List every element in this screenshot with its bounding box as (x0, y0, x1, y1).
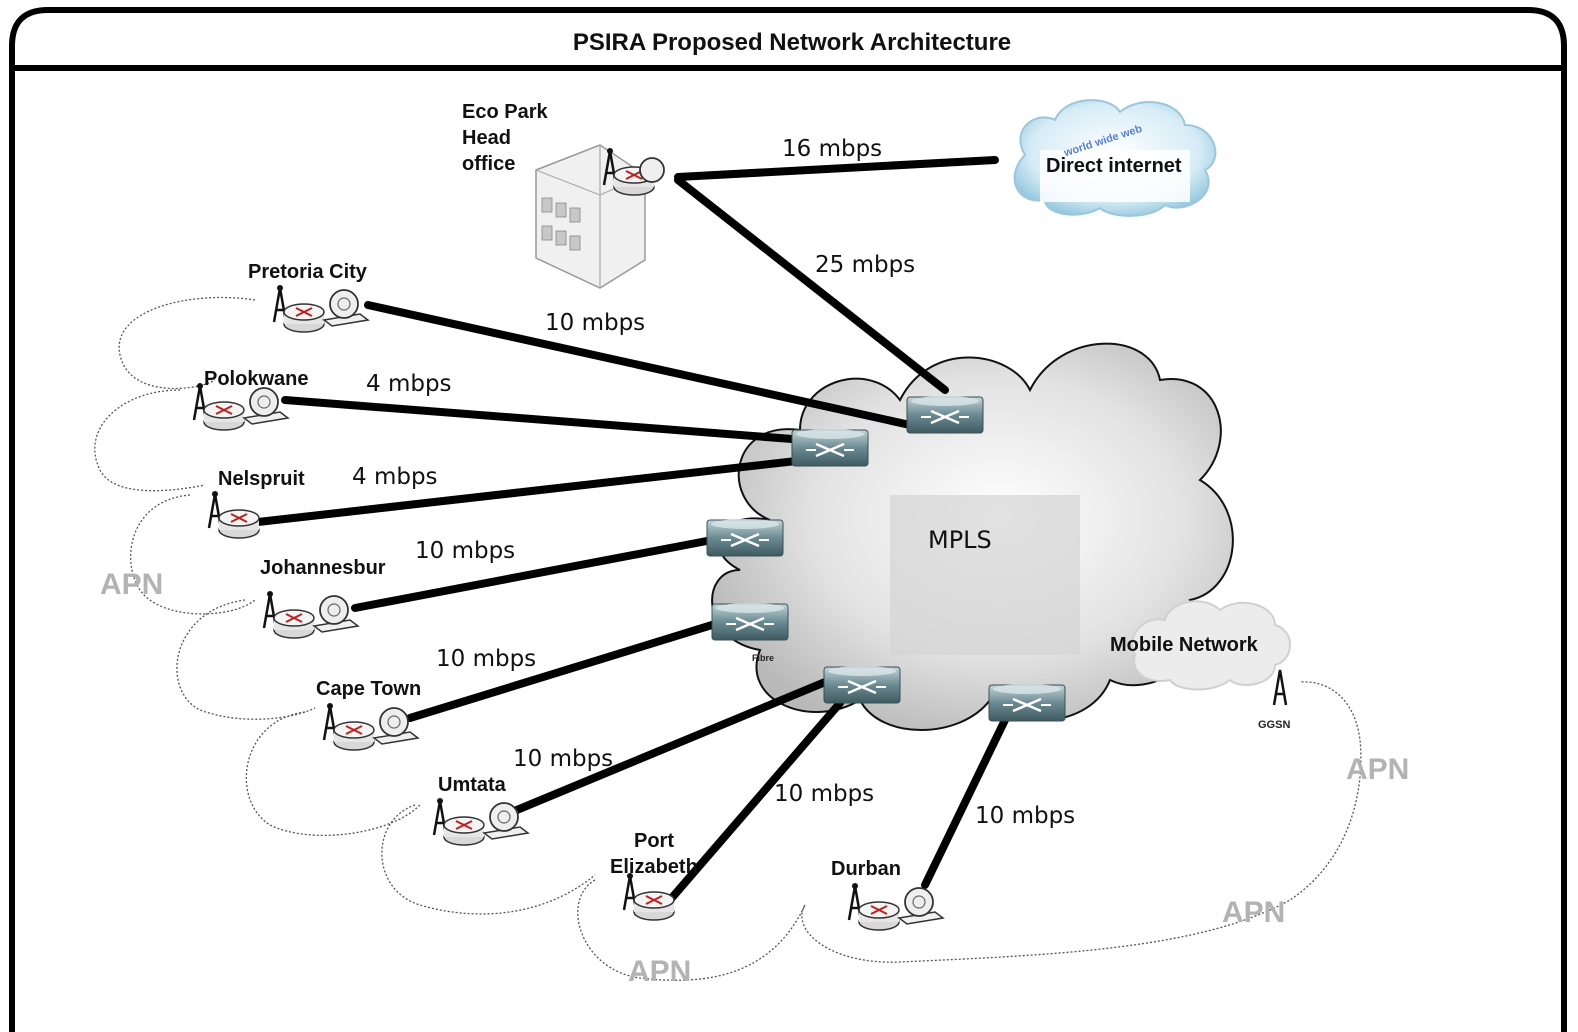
diagram-title: PSIRA Proposed Network Architecture (573, 29, 1011, 56)
mobile-network-label: Mobile Network (1110, 634, 1259, 656)
link-umtata (508, 676, 834, 816)
speed-pretoria: 10 mbps (545, 310, 645, 336)
router-icon (987, 682, 1067, 723)
site-equipment-umtata (432, 796, 530, 847)
internet-cloud: world wide web Direct internet (1013, 99, 1217, 217)
link-nelspruit (254, 456, 809, 526)
head-office-label-line2: Head (462, 127, 511, 149)
speed-port-elizabeth: 10 mbps (774, 781, 874, 807)
router-icon (790, 427, 870, 468)
speed-durban: 10 mbps (975, 803, 1075, 829)
ggsn-antenna-icon (1272, 669, 1288, 706)
speed-polokwane: 4 mbps (366, 371, 452, 397)
site-label-nelspruit: Nelspruit (218, 468, 305, 490)
links (254, 156, 1009, 904)
head-office-label-line1: Eco Park (462, 101, 548, 123)
diagram-frame (9, 7, 1567, 1032)
link-head-mpls (674, 176, 949, 394)
link-head-internet (674, 156, 999, 181)
site-label-umtata: Umtata (438, 774, 507, 796)
apn-label-left: APN (100, 568, 163, 601)
speed-nelspruit: 4 mbps (352, 464, 438, 490)
site-label-johannesburg: Johannesbur (260, 557, 386, 579)
core-routers: Fibre (705, 394, 1067, 723)
site-equipment-port-elizabeth (622, 871, 676, 922)
head-office-building-icon (535, 144, 665, 289)
apn-clouds: APN APN APN APN (94, 296, 1409, 988)
site-label-cape-town: Cape Town (316, 678, 421, 700)
apn-label-bottom: APN (628, 955, 691, 988)
site-label-pretoria: Pretoria City (248, 261, 368, 283)
site-equipment-cape-town (322, 701, 420, 752)
link-port-elizabeth (666, 699, 844, 904)
apn-label-bottom-right: APN (1222, 896, 1285, 929)
site-equipment-nelspruit (207, 489, 261, 540)
site-label-port-elizabeth: Port Elizabeth (610, 830, 698, 878)
mpls-label: MPLS (928, 526, 992, 554)
mobile-network-cloud: Mobile Network GGSN (1110, 600, 1291, 731)
link-johannesburg (351, 536, 716, 612)
speed-head-mpls: 25 mbps (815, 252, 915, 278)
router-icon (822, 664, 902, 705)
site-equipment-johannesburg (262, 589, 360, 640)
link-pretoria (364, 301, 914, 429)
site-equipment-polokwane (192, 381, 290, 432)
router-icon (705, 517, 785, 558)
ggsn-label: GGSN (1258, 719, 1290, 731)
apn-label-right: APN (1346, 753, 1409, 786)
link-durban (921, 716, 1009, 889)
speed-head-internet: 16 mbps (782, 136, 882, 162)
router-tag: Fibre (752, 653, 774, 663)
speed-umtata: 10 mbps (513, 746, 613, 772)
router-icon (905, 394, 985, 435)
speed-johannesburg: 10 mbps (415, 538, 515, 564)
link-polokwane (281, 396, 809, 444)
link-cape-town (406, 621, 716, 722)
router-icon (710, 601, 790, 642)
site-equipment-durban (847, 881, 945, 932)
speed-cape-town: 10 mbps (436, 646, 536, 672)
site-label-polokwane: Polokwane (204, 368, 308, 390)
site-label-durban: Durban (831, 858, 901, 880)
internet-label: Direct internet (1046, 155, 1182, 177)
head-office-label-line3: office (462, 153, 515, 175)
site-equipment-pretoria (272, 283, 370, 334)
